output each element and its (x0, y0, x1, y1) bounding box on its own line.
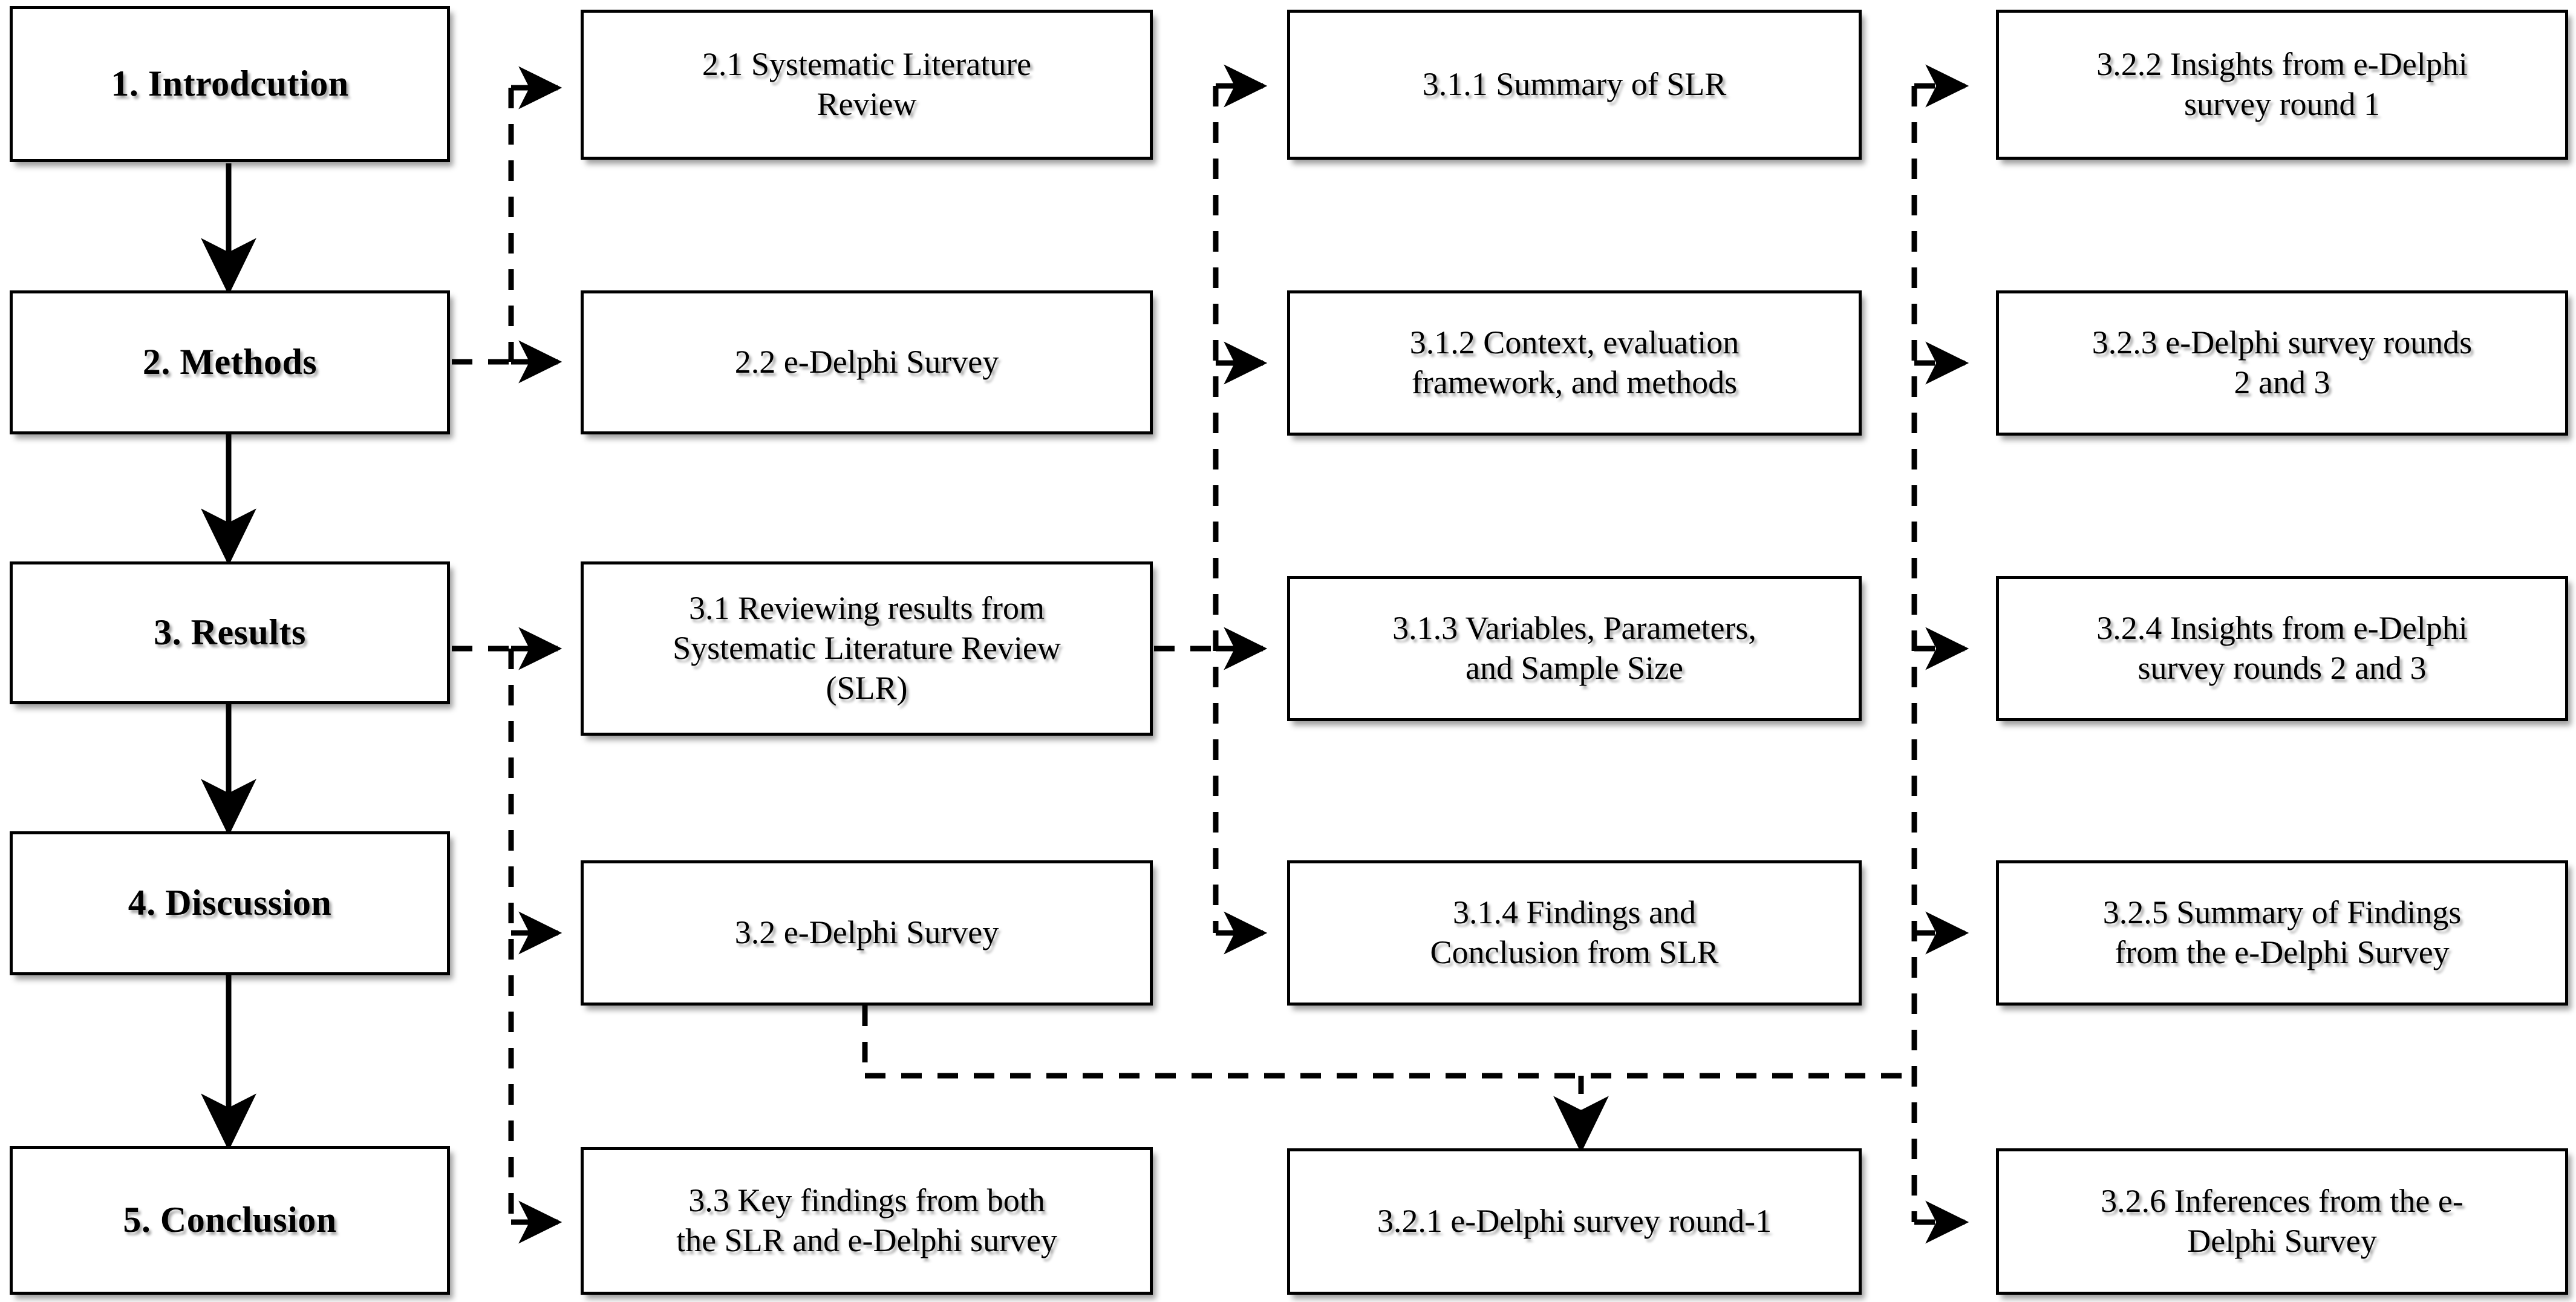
methods-branch-edges (452, 66, 562, 384)
node-2-1-systematic-literature-review[interactable]: 2.1 Systematic Literature Review (581, 10, 1153, 160)
node-3-1-reviewing-results-slr[interactable]: 3.1 Reviewing results from Systematic Li… (581, 561, 1153, 736)
node-methods[interactable]: 2. Methods (10, 290, 450, 434)
node-3-1-3-label: 3.1.3 Variables, Parameters, and Sample … (1392, 610, 1756, 686)
node-3-2-label: 3.2 e-Delphi Survey (734, 914, 999, 951)
node-discussion[interactable]: 4. Discussion (10, 831, 450, 975)
node-3-3-key-findings[interactable]: 3.3 Key findings from both the SLR and e… (581, 1147, 1153, 1295)
node-3-1-1-label: 3.1.1 Summary of SLR (1422, 66, 1727, 103)
node-introduction[interactable]: 1. Introdcution (10, 6, 450, 162)
node-3-2-5-summary-of-findings[interactable]: 3.2.5 Summary of Findings from the e-Del… (1996, 860, 2568, 1006)
node-3-2-6-inferences[interactable]: 3.2.6 Inferences from the e- Delphi Surv… (1996, 1148, 2568, 1295)
node-3-3-label: 3.3 Key findings from both the SLR and e… (676, 1182, 1057, 1258)
node-3-2-4-label: 3.2.4 Insights from e-Delphi survey roun… (2096, 610, 2468, 686)
node-3-2-2-label: 3.2.2 Insights from e-Delphi survey roun… (2096, 46, 2468, 122)
node-methods-label: 2. Methods (142, 342, 318, 382)
node-3-1-2-label: 3.1.2 Context, evaluation framework, and… (1409, 324, 1740, 401)
node-3-1-label: 3.1 Reviewing results from Systematic Li… (673, 590, 1061, 706)
slr-branch-edges (1154, 64, 1268, 955)
node-2-2-label: 2.2 e-Delphi Survey (734, 344, 999, 381)
node-3-2-1-edelphi-round-1[interactable]: 3.2.1 e-Delphi survey round-1 (1287, 1148, 1862, 1295)
node-3-2-5-label: 3.2.5 Summary of Findings from the e-Del… (2102, 894, 2462, 970)
node-introduction-label: 1. Introdcution (111, 64, 349, 104)
delphi-round1-edges (862, 1006, 1914, 1153)
node-3-2-4-insights-rounds-2-3[interactable]: 3.2.4 Insights from e-Delphi survey roun… (1996, 576, 2568, 721)
node-3-2-2-insights-round-1[interactable]: 3.2.2 Insights from e-Delphi survey roun… (1996, 10, 2568, 160)
node-3-2-edelphi-survey[interactable]: 3.2 e-Delphi Survey (581, 860, 1153, 1006)
node-conclusion-label: 5. Conclusion (123, 1200, 337, 1240)
results-branch-edges (452, 627, 562, 1244)
node-3-2-1-label: 3.2.1 e-Delphi survey round-1 (1377, 1203, 1772, 1240)
node-3-1-2-context-evaluation[interactable]: 3.1.2 Context, evaluation framework, and… (1287, 290, 1862, 436)
node-3-1-1-summary-of-slr[interactable]: 3.1.1 Summary of SLR (1287, 10, 1862, 160)
node-results-label: 3. Results (154, 612, 306, 653)
node-2-1-label: 2.1 Systematic Literature Review (702, 46, 1032, 122)
delphi-branch-edges (1911, 64, 1969, 1244)
node-3-1-3-variables-parameters[interactable]: 3.1.3 Variables, Parameters, and Sample … (1287, 576, 1862, 721)
node-conclusion[interactable]: 5. Conclusion (10, 1146, 450, 1295)
node-3-1-4-label: 3.1.4 Findings and Conclusion from SLR (1430, 894, 1719, 970)
node-discussion-label: 4. Discussion (128, 883, 332, 923)
node-3-2-6-label: 3.2.6 Inferences from the e- Delphi Surv… (2101, 1183, 2464, 1259)
node-3-2-3-survey-rounds-2-3[interactable]: 3.2.3 e-Delphi survey rounds 2 and 3 (1996, 290, 2568, 436)
node-3-1-4-findings-conclusion[interactable]: 3.1.4 Findings and Conclusion from SLR (1287, 860, 1862, 1006)
node-results[interactable]: 3. Results (10, 561, 450, 704)
node-2-2-edelphi-survey[interactable]: 2.2 e-Delphi Survey (581, 290, 1153, 434)
node-3-2-3-label: 3.2.3 e-Delphi survey rounds 2 and 3 (2092, 324, 2473, 401)
